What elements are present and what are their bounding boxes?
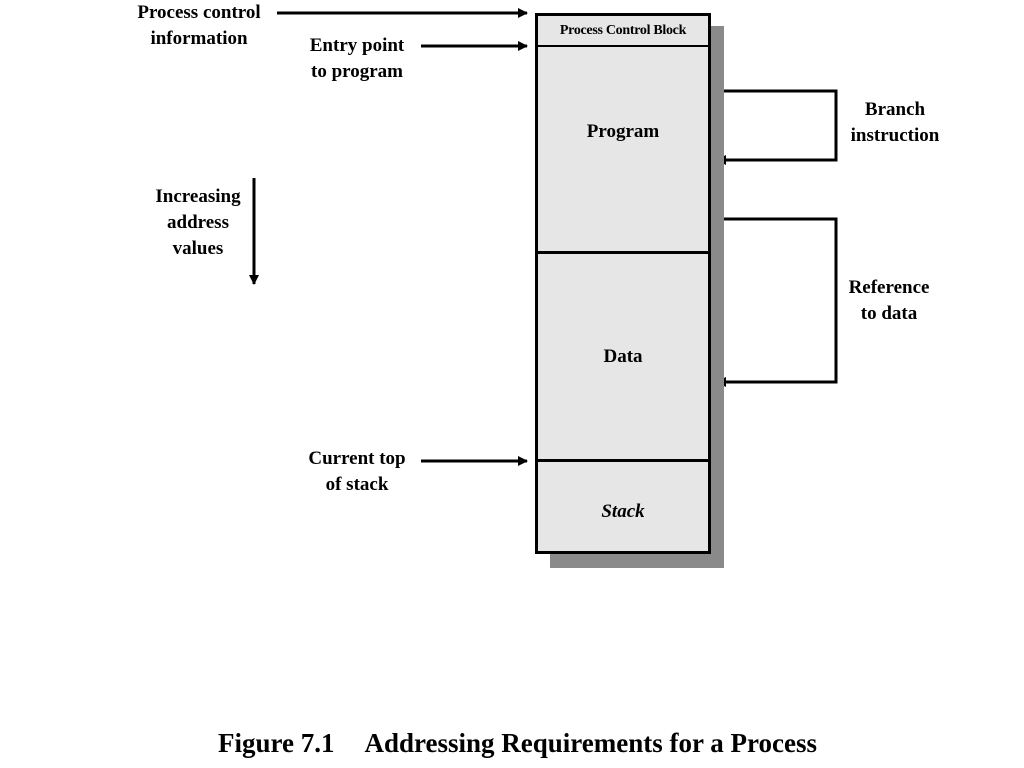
stack-segment: Stack	[601, 500, 645, 522]
process-memory-block: Process Control Block Program Data Stack	[535, 13, 711, 554]
figure-title: Addressing Requirements for a Process	[364, 728, 818, 758]
branch-instruction-arrow	[673, 89, 838, 165]
process-control-information-label: Process control information	[137, 2, 261, 49]
program-segment: Program	[538, 47, 708, 254]
current-top-of-stack-label: Current top of stack	[308, 448, 406, 495]
process-control-block-segment: Process Control Block	[538, 16, 708, 47]
data-segment: Data	[538, 254, 708, 462]
figure-caption: Figure 7.1 Addressing Requirements for a …	[218, 728, 817, 759]
branch-instruction-label: Branch instruction	[850, 99, 940, 146]
reference-to-data-label: Reference to data	[848, 277, 930, 324]
increasing-address-values-label: Increasing address values	[155, 186, 241, 259]
reference-to-data-arrow	[673, 217, 838, 387]
entry-point-label: Entry point to program	[309, 35, 405, 82]
figure-number: Figure 7.1	[218, 728, 335, 758]
